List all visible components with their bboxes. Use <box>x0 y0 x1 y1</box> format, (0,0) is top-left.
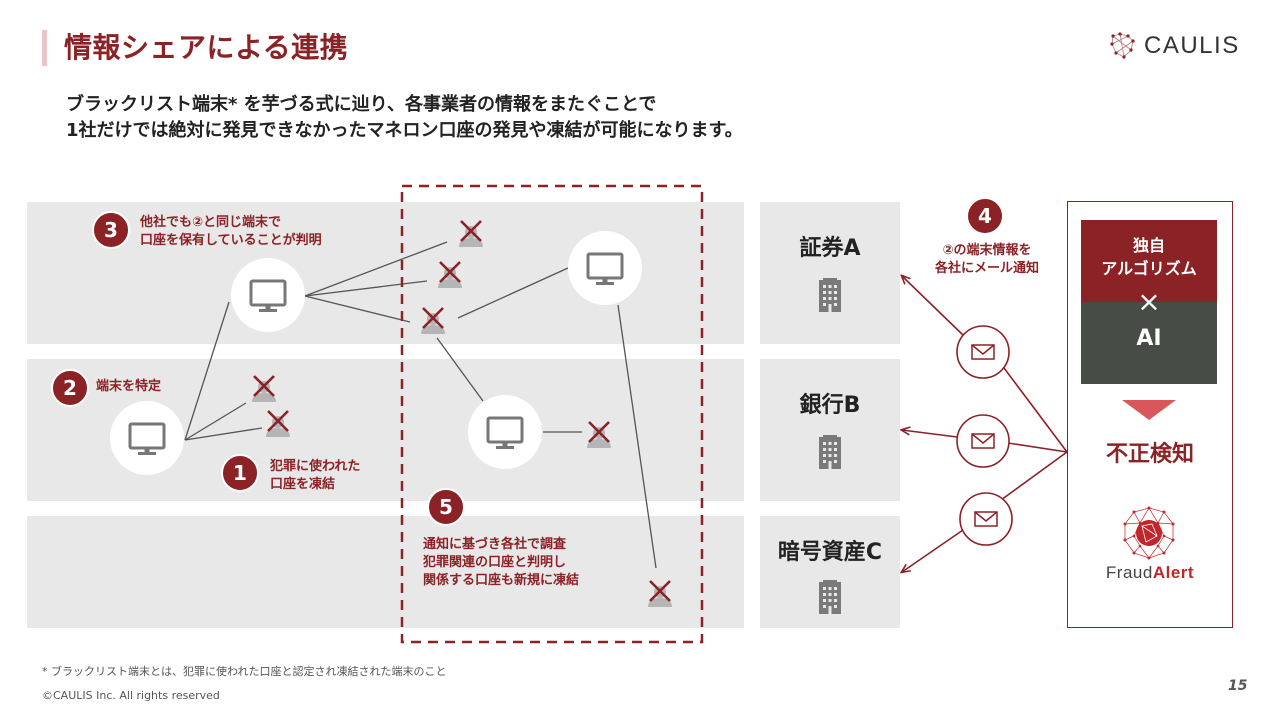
frozen-account-icon <box>250 374 278 404</box>
proprietary-algorithm-box: 独自 アルゴリズム <box>1081 220 1217 302</box>
step-3-line-2: 口座を保有していることが判明 <box>140 233 322 248</box>
mail-node-b <box>956 414 1010 468</box>
device-node-3 <box>231 258 305 332</box>
step-2-text: 端末を特定 <box>96 379 162 394</box>
subtitle-line-2: 1社だけでは絶対に発見できなかったマネロン口座の発見や凍結が可能になります。 <box>66 120 743 141</box>
step-5-line-3: 関係する口座も新規に凍結 <box>423 573 580 588</box>
connection-line <box>457 267 569 319</box>
connection-line <box>184 427 263 441</box>
frozen-account-icon <box>585 420 613 450</box>
fraud-alert-part-1: Fraud <box>1105 563 1153 582</box>
subtitle-line-1: ブラックリスト端末* を芋づる式に辿り、各事業者の情報をまたぐことで <box>66 94 657 115</box>
algo-line-2: アルゴリズム <box>1101 259 1197 278</box>
step-5-text: 通知に基づき各社で調査 犯罪関連の口座と判明し 関係する口座も新規に凍結 <box>423 536 579 590</box>
mail-icon <box>971 344 995 360</box>
building-icon <box>819 435 841 469</box>
step-3-text: 他社でも②と同じ端末で 口座を保有していることが判明 <box>140 214 322 250</box>
notification-arrows <box>902 276 1068 572</box>
step-4-line-1: ②の端末情報を <box>942 243 1032 258</box>
frozen-account-icon <box>457 219 485 249</box>
page-number: 15 <box>1228 678 1248 694</box>
step-5-line-1: 通知に基づき各社で調査 <box>423 537 567 552</box>
ai-box: AI <box>1081 302 1217 384</box>
step-badge-1: 1 <box>221 454 259 492</box>
mail-node-c <box>959 492 1013 546</box>
connection-line <box>184 301 230 441</box>
device-node-middle <box>468 395 542 469</box>
step-1-line-1: 犯罪に使われた <box>270 459 361 474</box>
frozen-account-icon <box>436 260 464 290</box>
subtitle: ブラックリスト端末* を芋づる式に辿り、各事業者の情報をまたぐことで 1社だけで… <box>66 92 743 144</box>
times-symbol: × <box>1137 285 1161 318</box>
company-securities-a: 証券A <box>760 202 900 344</box>
down-arrow-icon <box>1122 400 1176 420</box>
connection-line <box>436 337 484 402</box>
arrow-to-crypto-c <box>902 529 964 572</box>
frozen-account-icon <box>264 409 292 439</box>
connection-lines <box>184 241 657 569</box>
building-icon <box>819 278 841 312</box>
fraud-alert-wordmark: FraudAlert <box>1067 563 1233 583</box>
fraud-detection-label: 不正検知 <box>1105 442 1194 467</box>
connection-line <box>617 304 657 569</box>
company-name: 銀行B <box>799 393 861 418</box>
page-title: 情報シェアによる連携 <box>64 31 349 64</box>
step-1-line-2: 口座を凍結 <box>270 477 336 492</box>
step-1-text: 犯罪に使われた 口座を凍結 <box>270 458 360 494</box>
band-row-c <box>27 516 744 628</box>
step-5-line-2: 犯罪関連の口座と判明し <box>423 555 567 570</box>
mail-node-a <box>956 325 1010 379</box>
step-badge-4: 4 <box>966 197 1004 235</box>
company-bank-b: 銀行B <box>760 359 900 501</box>
step-badge-5: 5 <box>427 488 465 526</box>
step-4-text: ②の端末情報を 各社にメール通知 <box>912 242 1062 278</box>
notification-line <box>1003 367 1068 453</box>
notification-line <box>1007 442 1068 453</box>
arrow-to-bank-b <box>902 430 958 438</box>
mail-icon <box>971 433 995 449</box>
connection-line <box>184 402 247 441</box>
algo-line-1: 独自 <box>1132 236 1165 255</box>
step-badge-3: 3 <box>92 211 130 249</box>
company-name: 暗号資産C <box>777 540 883 565</box>
company-crypto-c: 暗号資産C <box>760 516 900 628</box>
frozen-account-icon <box>646 579 674 609</box>
step-badge-2: 2 <box>51 369 89 407</box>
fraud-alert-part-2: Alert <box>1152 563 1195 582</box>
step-3-line-1: 他社でも②と同じ端末で <box>140 215 282 230</box>
logo-text: CAULIS <box>1144 32 1240 59</box>
copyright: ©CAULIS Inc. All rights reserved <box>42 689 220 702</box>
mail-icon <box>974 511 998 527</box>
caulis-logo-icon <box>1110 32 1135 59</box>
device-node-2 <box>110 401 184 475</box>
building-icon <box>819 580 841 614</box>
cross-company-dashed-frame <box>400 184 704 644</box>
fraud-alert-logo-icon <box>1123 506 1175 560</box>
arrow-to-securities-a <box>902 276 965 337</box>
company-name: 証券A <box>799 236 861 261</box>
caulis-logo: CAULIS <box>1110 32 1240 60</box>
title-accent-bar <box>42 30 47 66</box>
footnote: * ブラックリスト端末とは、犯罪に使われた口座と認定され凍結された端末のこと <box>42 665 447 678</box>
frozen-account-icon <box>419 306 447 336</box>
device-node-top-right <box>568 231 642 305</box>
step-4-line-2: 各社にメール通知 <box>934 261 1039 276</box>
connection-line <box>304 295 411 323</box>
connection-line <box>304 280 428 297</box>
notification-line <box>1000 451 1068 501</box>
connection-line <box>304 241 448 297</box>
